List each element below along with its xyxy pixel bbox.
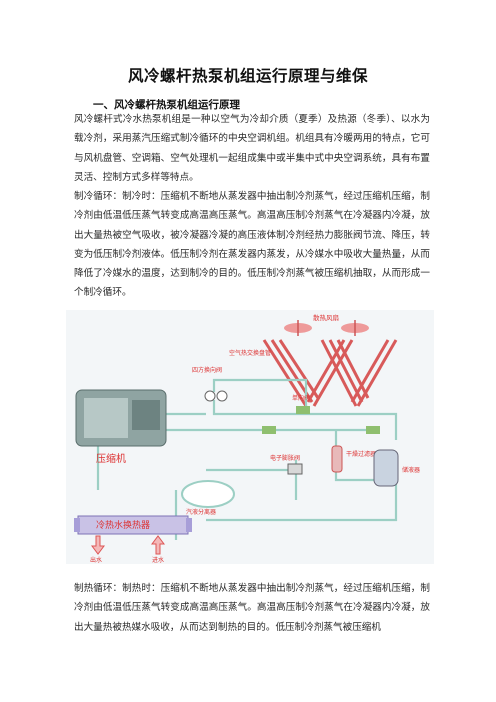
check-valve-2 <box>262 426 276 434</box>
fan-icon-left <box>284 320 312 336</box>
label-four-way-valve: 四方换向阀 <box>192 366 222 374</box>
gas-liquid-separator <box>181 480 235 508</box>
diagram-svg: 散热风扇 空气热交换盘管 四方换向阀 <box>66 310 434 564</box>
water-in-arrow-icon <box>151 535 165 555</box>
compressor <box>75 389 167 447</box>
air-coil <box>262 339 398 407</box>
expansion-valve <box>287 463 303 475</box>
label-air-coil: 空气热交换盘管 <box>229 349 271 357</box>
label-separator: 汽液分离器 <box>186 508 216 516</box>
label-fan: 散热风扇 <box>313 313 339 322</box>
document-title: 风冷螺杆热泵机组运行原理与维保 <box>127 67 368 85</box>
label-water-in: 进水 <box>152 556 164 564</box>
liquid-receiver <box>373 449 399 487</box>
label-expansion-valve: 电子膨胀阀 <box>270 454 300 462</box>
label-water-out: 出水 <box>90 556 102 564</box>
heat-pump-diagram: 散热风扇 空气热交换盘管 四方换向阀 <box>66 310 434 564</box>
water-out-arrow-icon <box>91 535 105 555</box>
label-check-valve: 单向阀 <box>292 394 310 402</box>
check-valve-1 <box>296 406 310 414</box>
paragraph-heating-cycle: 制热循环：制热时：压缩机不断地从蒸发器中抽出制冷剂蒸气，经过压缩机压缩，制冷剂由… <box>74 583 430 633</box>
label-receiver: 储液器 <box>402 466 420 474</box>
section-heading: 一、风冷螺杆热泵机组运行原理 <box>93 99 240 111</box>
dryer-filter <box>331 445 343 473</box>
fan-icon-right <box>341 320 369 336</box>
paragraph-intro: 风冷螺杆式冷水热泵机组是一种以空气为冷却介质（夏季）及热源（冬季）、以水为载冷剂… <box>74 114 430 183</box>
paragraph-cooling-cycle: 制冷循环：制冷时：压缩机不断地从蒸发器中抽出制冷剂蒸气，经过压缩机压缩，制冷剂由… <box>74 191 430 299</box>
check-valve-3 <box>366 426 380 434</box>
label-dryer: 干燥过滤器 <box>346 450 376 458</box>
four-way-valve <box>204 390 228 402</box>
label-water-hx: 冷热水换热器 <box>96 519 150 531</box>
label-compressor: 压缩机 <box>96 452 126 465</box>
water-heat-exchanger <box>74 515 192 535</box>
